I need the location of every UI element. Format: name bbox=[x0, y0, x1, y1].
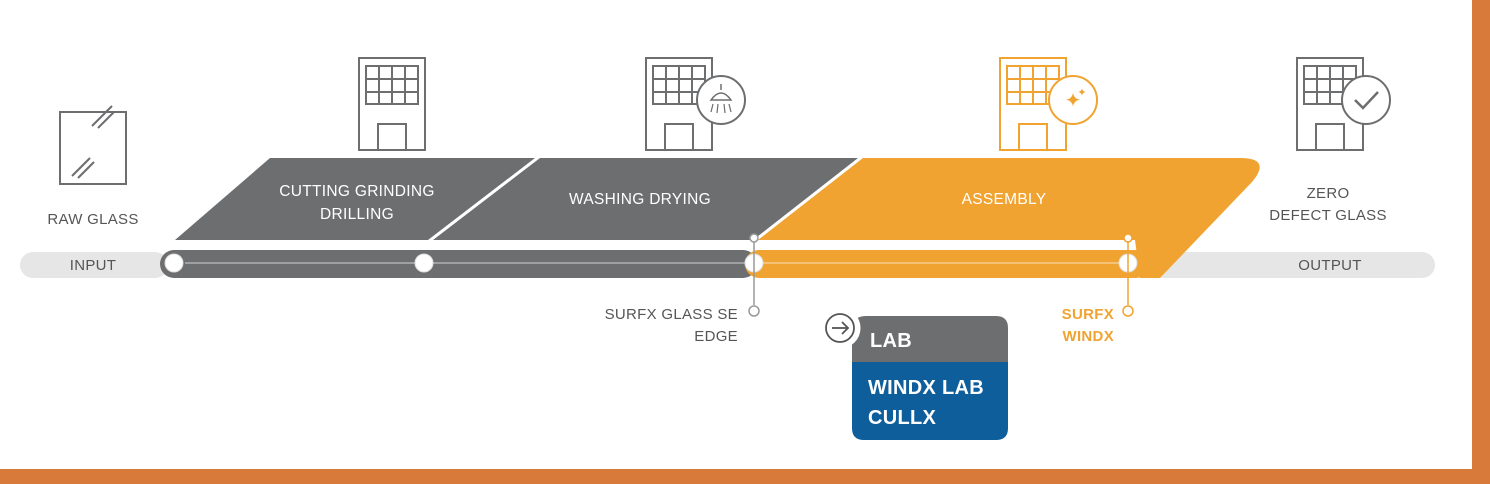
lab-header: LAB bbox=[870, 330, 912, 352]
stage-assembly-band bbox=[758, 158, 1260, 278]
output-caption-line2: DEFECT GLASS bbox=[1269, 207, 1387, 224]
checkpoint-windx-top-dot bbox=[1123, 233, 1133, 243]
factory-output-icon bbox=[1296, 57, 1364, 151]
checkpoint-edge-label-line2: EDGE bbox=[694, 328, 738, 345]
checkpoint-windx-dot bbox=[1122, 305, 1134, 317]
sparkle-badge-icon: ✦ ✦ bbox=[1048, 75, 1098, 125]
checkpoint-edge-dot bbox=[748, 305, 760, 317]
svg-text:✦: ✦ bbox=[1077, 86, 1086, 99]
checkpoint-edge-top-dot bbox=[749, 233, 759, 243]
stage-assembly-label: ASSEMBLY bbox=[962, 191, 1047, 208]
raw-glass-icon bbox=[59, 105, 127, 185]
stage-washing-label: WASHING DRYING bbox=[569, 191, 711, 208]
stage-cutting-band bbox=[175, 158, 535, 240]
checkpoint-windx-label-line1: SURFX bbox=[1062, 306, 1114, 323]
output-pill bbox=[1150, 252, 1435, 278]
svg-text:✦: ✦ bbox=[1065, 88, 1082, 112]
input-caption: RAW GLASS bbox=[47, 211, 138, 228]
input-pill-label: INPUT bbox=[70, 257, 117, 274]
checkpoint-windx-label-line2: WINDX bbox=[1063, 328, 1115, 345]
checkpoint-edge-label-line1: SURFX GLASS SE bbox=[605, 306, 738, 323]
stage-cutting-label-line2: DRILLING bbox=[320, 206, 394, 223]
stage-cutting-label-line1: CUTTING GRINDING bbox=[279, 183, 435, 200]
factory-cutting-icon bbox=[358, 57, 426, 151]
frame-border-bottom bbox=[0, 469, 1490, 484]
lab-box: LAB WINDX LAB CULLX bbox=[852, 316, 1008, 440]
frame-border-right bbox=[1472, 0, 1490, 484]
conveyor-gray bbox=[160, 250, 757, 278]
lab-line2: CULLX bbox=[868, 407, 937, 429]
checkmark-badge-icon bbox=[1341, 75, 1391, 125]
input-pill bbox=[20, 252, 168, 278]
shower-badge-icon bbox=[696, 75, 746, 125]
node-input bbox=[164, 253, 184, 273]
arrow-circle-icon[interactable] bbox=[819, 307, 861, 349]
stage-washing-band bbox=[433, 158, 858, 240]
lab-line1: WINDX LAB bbox=[868, 377, 984, 399]
output-pill-label: OUTPUT bbox=[1298, 257, 1361, 274]
node-cutting bbox=[414, 253, 434, 273]
output-caption-line1: ZERO bbox=[1307, 185, 1350, 202]
conveyor-orange bbox=[745, 250, 1150, 278]
